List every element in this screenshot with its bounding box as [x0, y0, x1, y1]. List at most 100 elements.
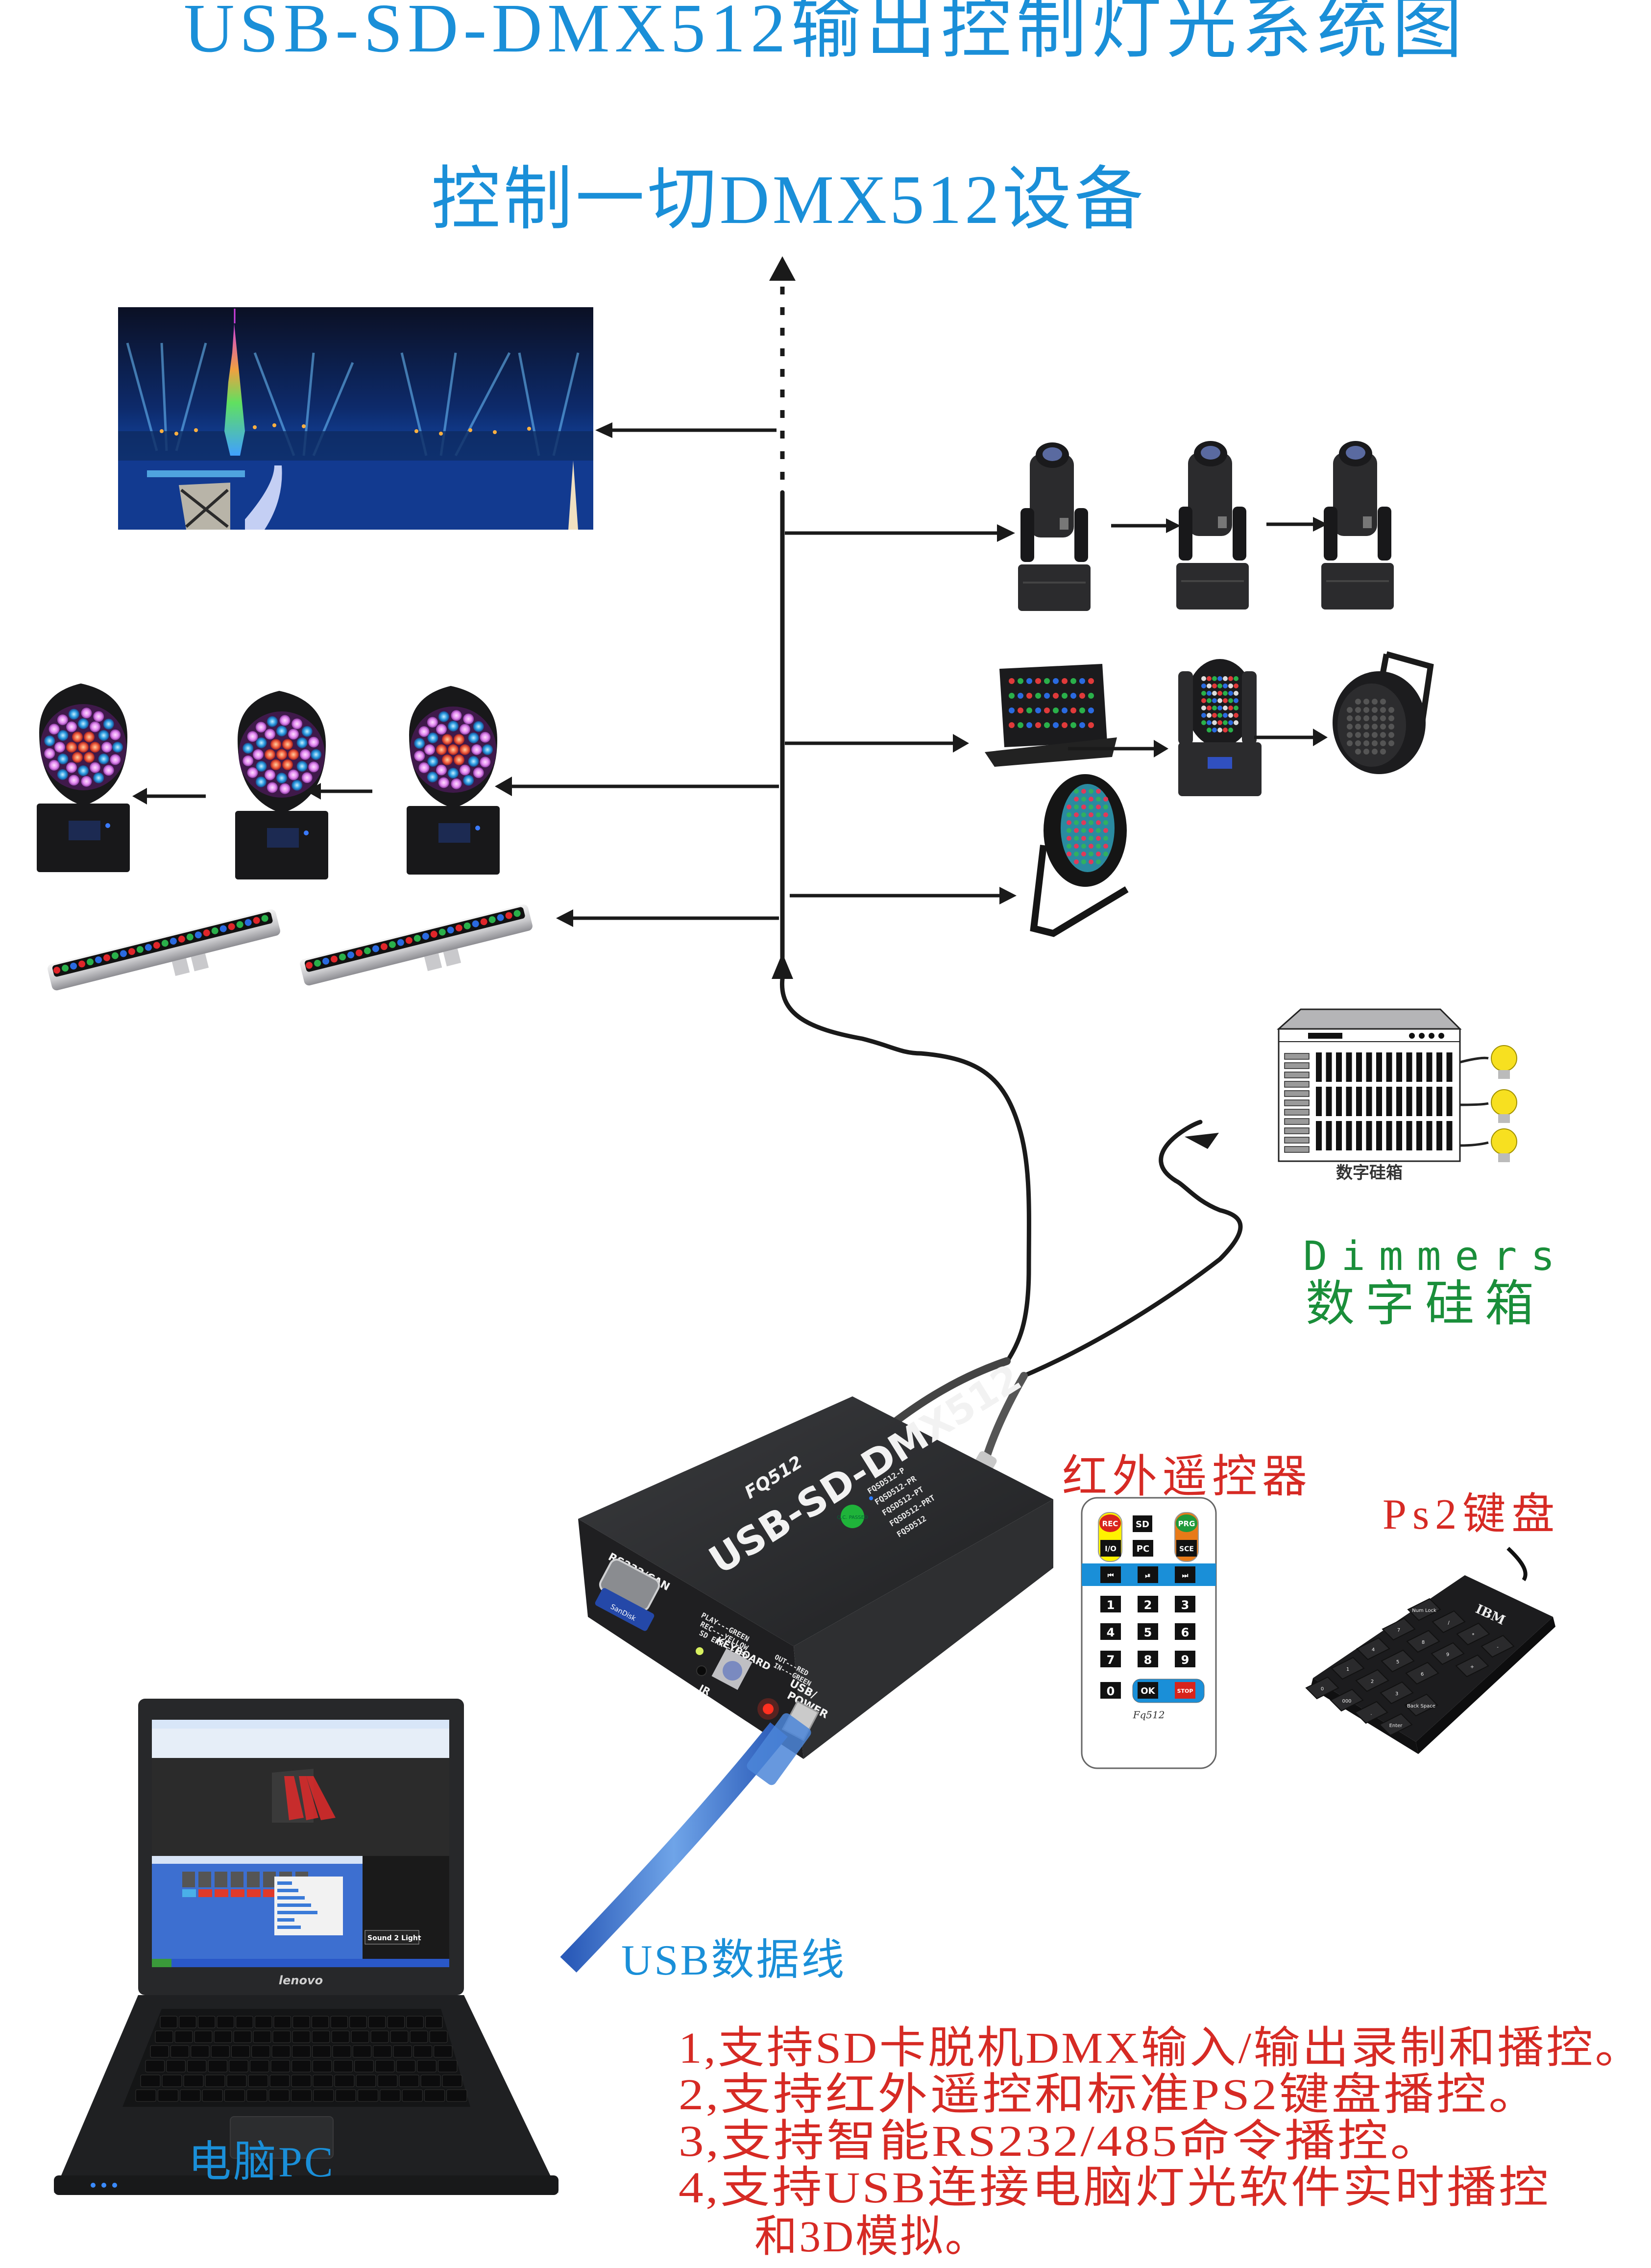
led-dot — [291, 780, 303, 791]
led-dot — [111, 952, 119, 959]
mixed-chain-arrow-icon — [1154, 740, 1168, 757]
keypad-key[interactable] — [1381, 1649, 1415, 1673]
led-dot — [447, 927, 454, 934]
keypad-key[interactable] — [1355, 1669, 1389, 1692]
keypad-key[interactable] — [1305, 1676, 1339, 1700]
mixed-chain-arrow-icon — [1313, 729, 1328, 746]
led-dot — [414, 738, 425, 749]
wall-washer-bar-2 — [300, 904, 533, 986]
pc-key-label: PC — [1137, 1544, 1149, 1554]
keypad-key-label: 5 — [1396, 1659, 1399, 1665]
moving-head-spot-chain — [1018, 441, 1394, 611]
keypad-key[interactable] — [1481, 1634, 1515, 1658]
next-key-icon: ⏭ — [1182, 1572, 1189, 1580]
led-dot — [53, 967, 61, 974]
usb-cable-label: USB数据线 — [621, 1937, 846, 1984]
numeric-key[interactable] — [1100, 1623, 1121, 1640]
keypad-key[interactable] — [1405, 1661, 1439, 1685]
play-pause-key[interactable] — [1138, 1566, 1158, 1583]
led-dot — [90, 762, 100, 773]
keypad-key[interactable] — [1455, 1654, 1489, 1678]
led-dot — [436, 764, 447, 776]
ok-key[interactable] — [1138, 1682, 1158, 1699]
led-dot — [488, 916, 496, 924]
sd-card-slot[interactable] — [594, 1587, 656, 1632]
keypad-key[interactable] — [1404, 1693, 1438, 1717]
mixed-fixture-chain — [985, 651, 1434, 796]
led-dot — [480, 918, 487, 926]
led-dot — [66, 742, 77, 753]
rec-key[interactable] — [1099, 1514, 1121, 1532]
sd-key[interactable] — [1133, 1515, 1152, 1532]
status-led-green — [696, 1647, 704, 1655]
led-dot — [480, 732, 491, 743]
led-dot — [101, 742, 112, 753]
led-dot — [451, 710, 462, 721]
led-dot — [265, 729, 275, 740]
led-dot — [84, 732, 95, 743]
wall-washer-bar-1 — [48, 909, 280, 991]
numeric-key[interactable] — [1100, 1596, 1121, 1612]
keypad-key[interactable] — [1379, 1713, 1413, 1736]
prg-key[interactable] — [1176, 1514, 1197, 1532]
numeric-key-label: 6 — [1181, 1626, 1190, 1639]
keypad-key[interactable] — [1380, 1681, 1414, 1705]
led-dot — [448, 721, 459, 732]
dmx-trunk-line — [769, 256, 796, 979]
dimmer-box-caption: 数字硅箱 — [1336, 1163, 1403, 1183]
led-dot — [81, 707, 92, 719]
led-dot — [270, 759, 281, 770]
led-dot — [472, 920, 479, 927]
led-dot — [454, 754, 464, 765]
numeric-key[interactable] — [1175, 1596, 1195, 1612]
keypad-key[interactable] — [1406, 1630, 1440, 1653]
dimmer-lamps — [1459, 1045, 1517, 1162]
stop-key[interactable] — [1175, 1682, 1195, 1699]
keypad-key[interactable] — [1330, 1688, 1364, 1712]
led-dot — [276, 773, 287, 783]
numeric-key[interactable] — [1100, 1682, 1121, 1699]
keypad-key[interactable] — [1382, 1617, 1416, 1641]
keypad-key[interactable] — [1431, 1642, 1465, 1665]
led-dot — [388, 941, 396, 948]
led-dot — [347, 951, 354, 959]
pc-key[interactable] — [1133, 1540, 1153, 1557]
io-key[interactable] — [1100, 1540, 1121, 1557]
led-dot — [276, 726, 287, 736]
led-dot — [228, 923, 235, 930]
photo-arrow-icon — [595, 422, 612, 438]
keypad-key[interactable] — [1354, 1701, 1388, 1724]
led-dot — [243, 755, 254, 766]
led-dot — [247, 731, 258, 742]
sce-key[interactable] — [1176, 1540, 1197, 1557]
keypad-key[interactable] — [1331, 1657, 1365, 1680]
led-dot — [84, 752, 95, 763]
numeric-key[interactable] — [1138, 1651, 1158, 1667]
trunk-input-arrow-icon — [772, 953, 793, 979]
keypad-key[interactable] — [1407, 1598, 1441, 1621]
numeric-key[interactable] — [1175, 1623, 1195, 1640]
led-dot — [291, 718, 303, 730]
numeric-key-label: 1 — [1107, 1598, 1115, 1612]
led-dot — [308, 761, 319, 773]
numeric-key[interactable] — [1138, 1623, 1158, 1640]
feature-item-4-cont: 和3D模拟。 — [754, 2213, 990, 2261]
keypad-key-label: / — [1448, 1620, 1450, 1626]
wash-arrow-icon — [495, 777, 512, 796]
led-dot — [66, 721, 77, 732]
numeric-key[interactable] — [1138, 1596, 1158, 1612]
prev-key[interactable] — [1100, 1566, 1121, 1583]
led-dot — [455, 924, 462, 931]
keypad-key[interactable] — [1456, 1622, 1490, 1646]
keypad-key[interactable] — [1356, 1637, 1390, 1660]
led-dot — [451, 778, 462, 789]
numeric-key[interactable] — [1175, 1651, 1195, 1667]
next-key[interactable] — [1175, 1566, 1195, 1583]
led-dot — [255, 722, 267, 733]
led-flood-light — [985, 664, 1117, 767]
keypad-key-label: 2 — [1371, 1679, 1374, 1684]
numeric-key[interactable] — [1100, 1651, 1121, 1667]
keypad-key[interactable] — [1432, 1610, 1466, 1634]
led-dot — [110, 754, 121, 765]
